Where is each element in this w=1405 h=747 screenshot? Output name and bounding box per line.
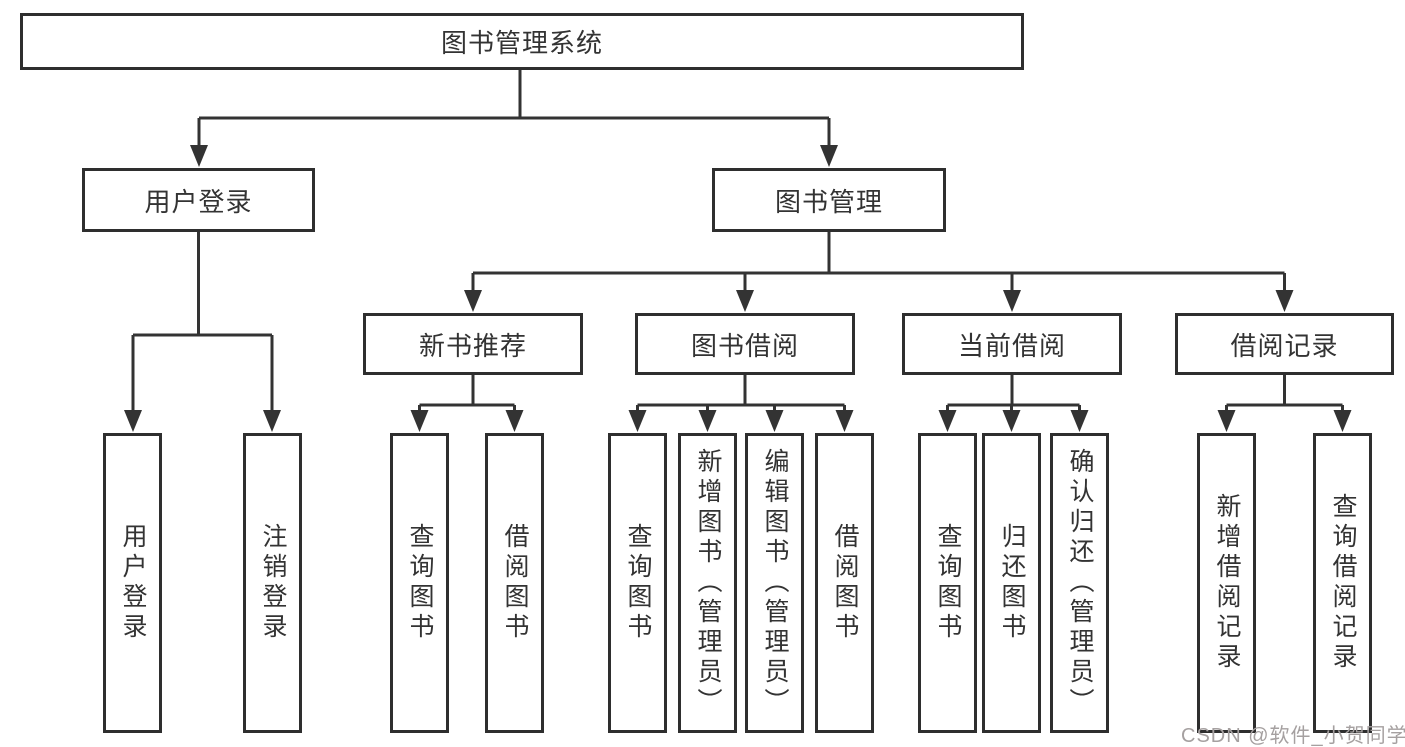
node-new-book-recommend: 新书推荐 — [363, 313, 583, 375]
arrow-down-icon — [628, 410, 647, 432]
leaf-label: 编辑图书（管理员） — [761, 448, 789, 718]
arrow-down-icon — [505, 410, 524, 432]
node-current-borrow: 当前借阅 — [902, 313, 1122, 375]
leaf-label: 用户登录 — [119, 523, 147, 643]
arrow-down-icon — [820, 145, 838, 167]
arrow-down-icon — [1070, 410, 1089, 432]
leaf-label: 查询图书 — [624, 523, 652, 643]
leaf-label: 新增图书（管理员） — [694, 448, 722, 718]
arrow-down-icon — [263, 410, 281, 432]
arrow-down-icon — [698, 410, 717, 432]
node-user-login: 用户登录 — [82, 168, 315, 232]
leaf-label: 确认归还（管理员） — [1066, 448, 1094, 718]
arrow-down-icon — [1217, 410, 1236, 432]
arrow-down-icon — [410, 410, 429, 432]
arrow-down-icon — [190, 145, 208, 167]
leaf-label: 借阅图书 — [831, 523, 859, 643]
arrow-down-icon — [765, 410, 784, 432]
leaf-add-borrow-record: 新增借阅记录 — [1197, 433, 1256, 733]
arrow-down-icon — [124, 410, 142, 432]
leaf-query-borrow-record: 查询借阅记录 — [1313, 433, 1372, 733]
arrow-down-icon — [464, 290, 482, 312]
arrow-down-icon — [938, 410, 957, 432]
leaf-label: 借阅图书 — [501, 523, 529, 643]
arrow-down-icon — [1002, 410, 1021, 432]
leaf-return-books: 归还图书 — [982, 433, 1041, 733]
leaf-user-login: 用户登录 — [103, 433, 162, 733]
arrow-down-icon — [1003, 290, 1021, 312]
node-borrow-records: 借阅记录 — [1175, 313, 1394, 375]
leaf-label: 注销登录 — [259, 523, 287, 643]
leaf-query-books-borrow: 查询图书 — [608, 433, 667, 733]
leaf-label: 查询图书 — [934, 523, 962, 643]
arrow-down-icon — [1275, 290, 1294, 312]
leaf-add-book-admin: 新增图书（管理员） — [678, 433, 737, 733]
leaf-label: 查询借阅记录 — [1329, 493, 1357, 673]
leaf-confirm-return-admin: 确认归还（管理员） — [1050, 433, 1109, 733]
arrow-down-icon — [736, 290, 754, 312]
leaf-label: 查询图书 — [406, 523, 434, 643]
watermark: CSDN @软件_小贺同学 — [1181, 725, 1405, 747]
node-system-root: 图书管理系统 — [20, 13, 1024, 70]
node-book-management: 图书管理 — [712, 168, 946, 232]
leaf-borrow-books-recommend: 借阅图书 — [485, 433, 544, 733]
leaf-query-books-current: 查询图书 — [918, 433, 977, 733]
leaf-edit-book-admin: 编辑图书（管理员） — [745, 433, 804, 733]
leaf-borrow-books: 借阅图书 — [815, 433, 874, 733]
node-book-borrow: 图书借阅 — [635, 313, 855, 375]
leaf-query-books-recommend: 查询图书 — [390, 433, 449, 733]
leaf-logout: 注销登录 — [243, 433, 302, 733]
leaf-label: 归还图书 — [998, 523, 1026, 643]
arrow-down-icon — [835, 410, 854, 432]
leaf-label: 新增借阅记录 — [1213, 493, 1241, 673]
arrow-down-icon — [1333, 410, 1352, 432]
